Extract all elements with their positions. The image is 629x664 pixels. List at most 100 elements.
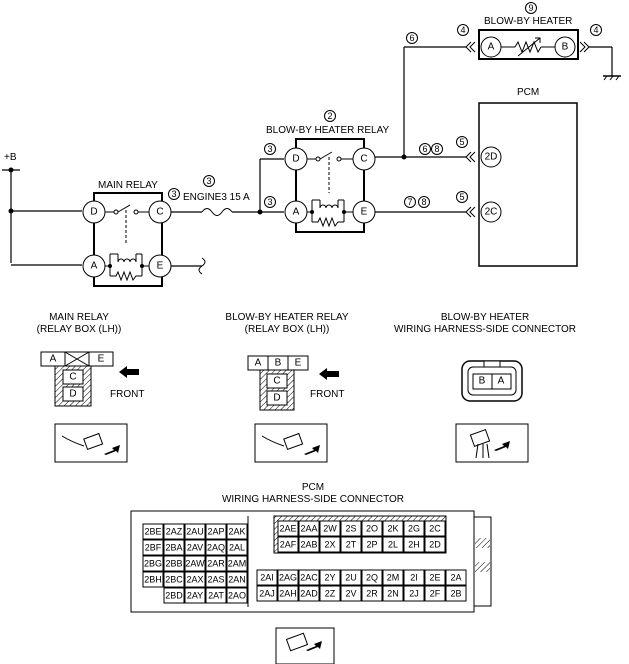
pcm-cavity (163, 587, 185, 604)
pcm-cavity (382, 536, 404, 553)
pcm-cavity (226, 587, 248, 604)
pcm-cavity (340, 585, 362, 602)
pcm-cavity-label: 2AC (300, 573, 318, 583)
pcm-cavity-label: 2L (388, 540, 398, 550)
pcm-cavity-label: 2AN (228, 575, 246, 585)
callout-6: 6 (422, 144, 427, 154)
pcm-cavity-label: 2BE (144, 527, 161, 537)
pcm-cavity-label: 2S (345, 524, 356, 534)
pcm-cavity (277, 536, 299, 553)
pcm-cavity (184, 587, 206, 604)
pcm-cavity (142, 523, 164, 540)
pcm-cavity-label: 2E (429, 573, 440, 583)
pcm-cavity (163, 539, 185, 556)
pcm-cavity (361, 585, 383, 602)
blowby-relay-conn-b: B (275, 358, 282, 369)
pcm-cavity (226, 523, 248, 540)
pcm-cavity-label: 2AM (228, 559, 247, 569)
main-relay-pin-d-label: D (90, 207, 97, 218)
callout-3-d: 3 (267, 144, 272, 154)
pcm-cavity (424, 520, 446, 537)
pcm-cavity (184, 523, 206, 540)
pcm-cavity-label: 2V (345, 589, 356, 599)
pcm-cavity-label: 2P (366, 540, 377, 550)
pcm-box (478, 102, 578, 267)
blowby-heater-pin-b: B (562, 42, 569, 53)
front-arrow-icon-2 (319, 368, 339, 380)
pcm-cavity (298, 585, 320, 602)
blowby-heater-pin-a: A (488, 42, 495, 53)
pcm-cavity-label: 2AZ (166, 527, 183, 537)
pcm-cavity-label: 2AO (228, 591, 246, 601)
pcm-cavity (298, 536, 320, 553)
callout-5-bottom: 5 (459, 192, 464, 202)
pcm-cavity (205, 555, 227, 572)
pcm-cavity (256, 569, 278, 586)
pcm-cavity (277, 569, 299, 586)
blowby-relay-pin-d: D (292, 154, 299, 165)
pcm-cavity (382, 520, 404, 537)
callout-5-top: 5 (459, 137, 464, 147)
pcm-cavity-label: 2X (324, 540, 335, 550)
pcm-cavity-label: 2T (346, 540, 357, 550)
pcm-cavity (403, 536, 425, 553)
main-relay-conn-a: A (50, 354, 57, 365)
pcm-cavity-label: 2W (323, 524, 337, 534)
heater-element (514, 40, 542, 54)
pcm-cavity-label: 2AB (300, 540, 317, 550)
pcm-cavity (340, 536, 362, 553)
blowby-relay-coil (319, 204, 339, 209)
main-relay-box (93, 192, 163, 287)
pcm-cavity-label: 2AF (280, 540, 297, 550)
main-relay-conn-d: D (69, 389, 76, 400)
pcm-pin-2c: 2C (485, 207, 498, 218)
pcm-cavity-label: 2BD (165, 591, 183, 601)
main-relay-view-icon (54, 423, 128, 463)
connector-chevrons (465, 41, 590, 218)
pcm-cavity (445, 585, 467, 602)
blowby-relay-connector-subtitle: (RELAY BOX (LH)) (245, 324, 330, 335)
blowby-relay-conn-e: E (295, 358, 302, 369)
pcm-cavity-label: 2I (410, 573, 418, 583)
pcm-cavity (382, 569, 404, 586)
pcm-cavity (361, 520, 383, 537)
pcm-cavity (163, 571, 185, 588)
blowby-relay-conn-a: A (255, 358, 262, 369)
pcm-cavity (142, 555, 164, 572)
fuse-label: ENGINE3 15 A (183, 192, 250, 203)
pcm-cavity-label: 2BG (144, 559, 162, 569)
pcm-cavity-label: 2J (409, 589, 419, 599)
pcm-cavity (205, 587, 227, 604)
pcm-cavity (184, 539, 206, 556)
pcm-cavity (205, 523, 227, 540)
pcm-cavity-label: 2BC (165, 575, 183, 585)
callout-4-left: 4 (460, 25, 465, 35)
pcm-pin-2d: 2D (485, 152, 498, 163)
pcm-cavity (403, 585, 425, 602)
pcm-cavity-label: 2AK (228, 527, 245, 537)
callout-8: 8 (421, 197, 426, 207)
pcm-cavity-label: 2BA (165, 543, 182, 553)
pcm-cavity-label: 2AI (260, 573, 274, 583)
pcm-cavity (403, 569, 425, 586)
pcm-cavity-label: 2AG (279, 573, 297, 583)
blowby-heater-conn-b: B (479, 376, 486, 387)
callout-3-fuse: 3 (206, 176, 211, 186)
pcm-cavity-label: 2B (450, 589, 461, 599)
pcm-cavity (403, 520, 425, 537)
main-relay-conn-c: C (69, 372, 76, 383)
blowby-heater-label: BLOW-BY HEATER (484, 16, 572, 27)
callout-3-a: 3 (267, 197, 272, 207)
main-relay-connector-subtitle: (RELAY BOX (LH)) (37, 324, 122, 335)
pcm-cavity (424, 585, 446, 602)
pcm-cavity-label: 2F (430, 589, 441, 599)
pcm-cavity-label: 2BF (145, 543, 162, 553)
pcm-cavity (298, 569, 320, 586)
callout-2: 2 (327, 111, 332, 121)
pcm-cavity-label: 2U (345, 573, 357, 583)
main-relay-connector-title: MAIN RELAY (49, 312, 109, 323)
pcm-cavity-label: 2C (429, 524, 441, 534)
blowby-heater-conn-a: A (498, 376, 505, 387)
pcm-cavity-label: 2N (387, 589, 399, 599)
